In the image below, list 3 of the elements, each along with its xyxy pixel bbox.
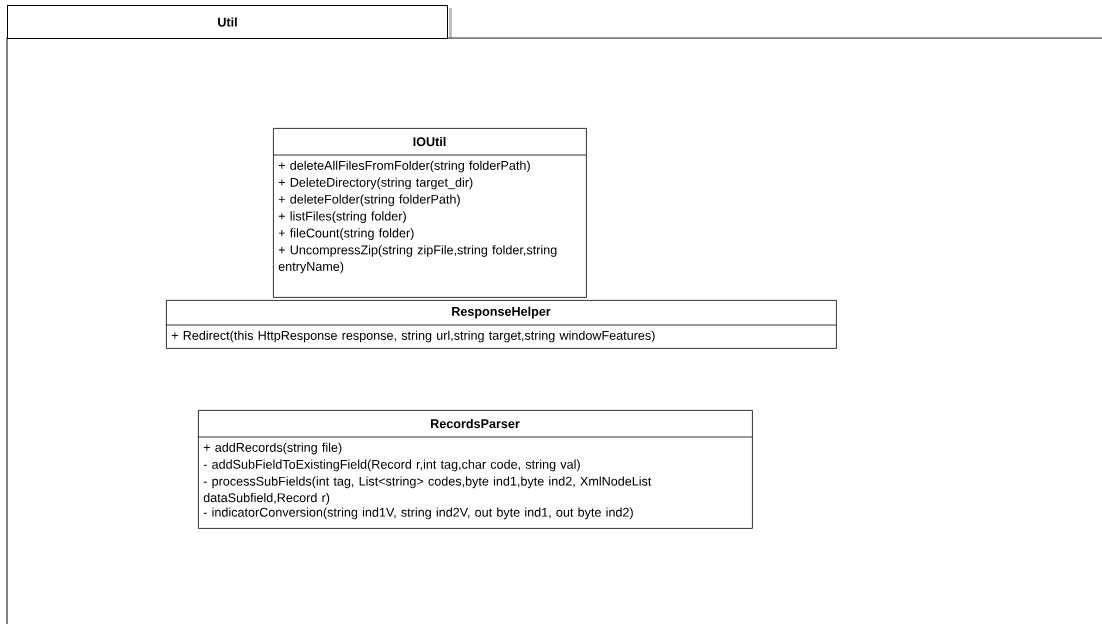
- class-box: IOUtil + deleteAllFilesFromFolder(string folderPath) + DeleteDirectory(string target_dir) + deleteFolder(string folderPath) + listFiles(string folder) + fileCount(string folder) + UncompressZip(string zipFile,string folder,string entryName): [272, 128, 587, 298]
- class-box: ResponseHelper + Redirect(this HttpResponse response, string url,string target,string windowFeatures): [165, 300, 837, 349]
- class-box: RecordsParser + addRecords(string file) - addSubFieldToExistingField(Record r,int tag,char code, string val) - processSubFields(int tag, List<string> codes,byte ind1,byte ind2, XmlNodeList dataSubfield,Record r) - indicatorConversion(string ind1V, string ind2V, out byte ind1, out byte ind2): [197, 410, 753, 529]
